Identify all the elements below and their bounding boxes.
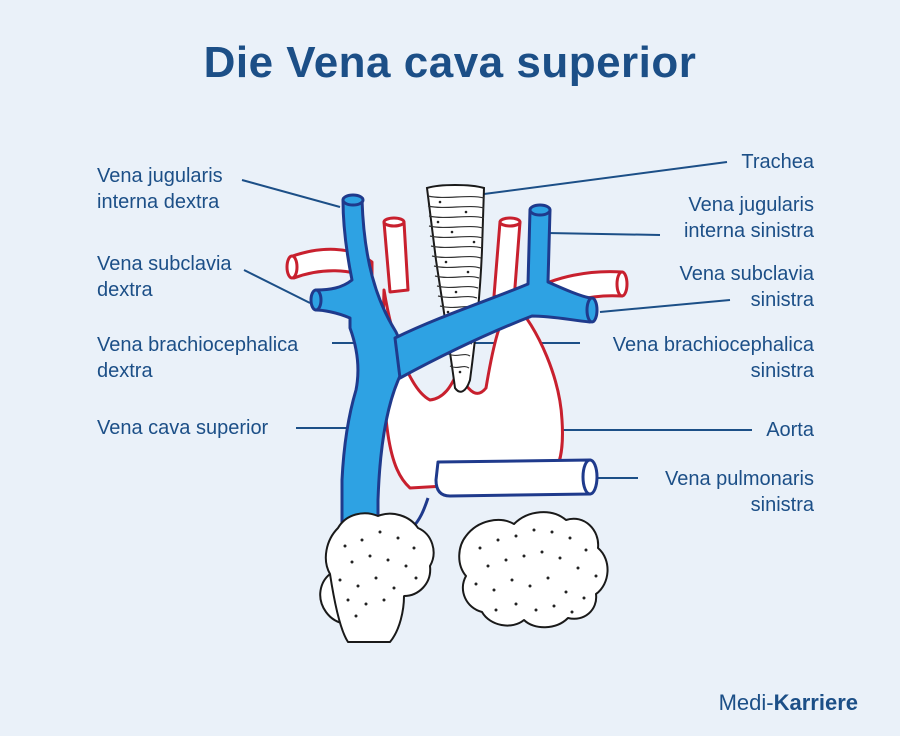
right-subclavian-artery-end — [287, 256, 297, 278]
label-aorta: Aorta — [766, 417, 814, 443]
right-carotid-artery-end — [384, 218, 404, 226]
label-vena-brachiocephalica-dextra: Vena brachiocephalica dextra — [97, 332, 298, 384]
left-subclavian-vein-end — [587, 298, 597, 322]
label-vena-jugularis-interna-dextra: Vena jugularis interna dextra — [97, 163, 223, 215]
right-carotid-artery — [384, 222, 408, 292]
label-trachea: Trachea — [741, 149, 814, 175]
label-vena-jugularis-interna-sinistra: Vena jugularis interna sinistra — [684, 192, 814, 244]
brand-logo: Medi-Karriere — [719, 690, 858, 716]
label-vena-pulmonaris-sinistra: Vena pulmonaris sinistra — [665, 466, 814, 518]
left-ij-vein-end — [530, 205, 550, 215]
brand-part2: Karriere — [774, 690, 858, 715]
right-ij-vein-end — [343, 195, 363, 205]
right-subclavian-vein-end — [311, 290, 321, 310]
lung-lobes — [320, 512, 607, 642]
label-vena-brachiocephalica-sinistra: Vena brachiocephalica sinistra — [613, 332, 814, 384]
pulmonary-vein — [412, 460, 597, 528]
left-subclavian-artery-end — [617, 272, 627, 296]
left-carotid-artery-end — [500, 218, 520, 226]
brand-part1: Medi- — [719, 690, 774, 715]
label-vena-cava-superior: Vena cava superior — [97, 415, 268, 441]
label-vena-subclavia-sinistra: Vena subclavia sinistra — [679, 261, 814, 313]
label-vena-subclavia-dextra: Vena subclavia dextra — [97, 251, 232, 303]
